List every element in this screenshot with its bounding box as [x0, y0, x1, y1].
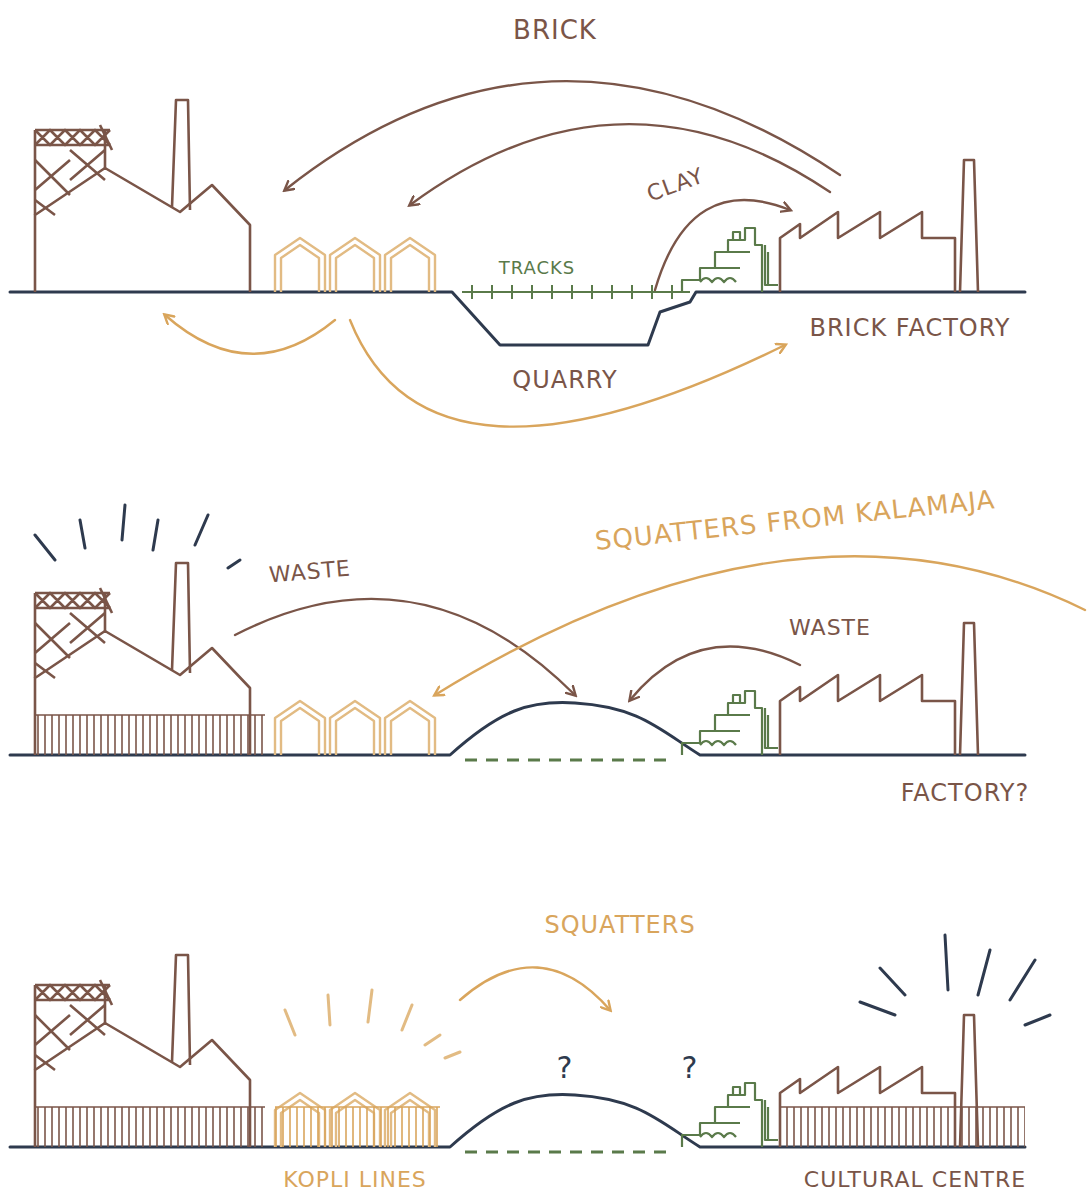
sketch-label: FACTORY?	[901, 781, 1029, 805]
sketch-label: CULTURAL CENTRE	[804, 1169, 1026, 1191]
sketch-label: SQUATTERS FROM KALAMAJA	[594, 486, 997, 554]
sketch-label: WASTE	[268, 557, 352, 586]
sketch-label: KOPLI LINES	[283, 1169, 427, 1191]
sketch-label: ?	[682, 1053, 699, 1083]
sketch-label: SQUATTERS	[544, 913, 695, 937]
sketch-label: BRICK FACTORY	[809, 316, 1010, 340]
sketch-label: WASTE	[789, 617, 871, 639]
sketch-label: ?	[557, 1053, 574, 1083]
sketch-label: TRACKS	[499, 259, 576, 277]
sketch-label: BRICK	[513, 17, 597, 43]
sketch-label: QUARRY	[512, 368, 617, 392]
sketch-label: CLAY	[644, 165, 707, 206]
